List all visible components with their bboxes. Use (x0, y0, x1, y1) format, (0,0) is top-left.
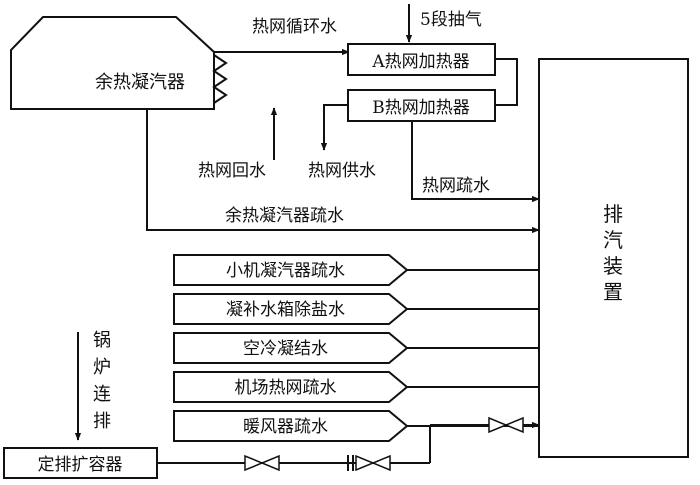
condenser-label: 余热凝汽器 (95, 72, 185, 93)
circulating-water-label: 热网循环水 (252, 17, 337, 37)
supply-water-label: 热网供水 (308, 161, 376, 181)
heater-a-label: A热网加热器 (371, 52, 469, 72)
gate-valve-icon (355, 454, 391, 472)
blowdown-char-3: 连 (93, 384, 111, 405)
blowdown-char-4: 排 (93, 411, 111, 432)
heater-b: B热网加热器 (347, 89, 496, 122)
blowdown-char-2: 炉 (93, 357, 111, 378)
drain-source-label: 凝补水箱除盐水 (226, 300, 345, 320)
drain-source-label: 暖风器疏水 (243, 417, 328, 437)
drain-source-plant-heat-net-drain: 机场热网疏水 (173, 371, 539, 403)
return-water: 热网回水 (198, 107, 278, 181)
gate-valve-icon (488, 416, 524, 434)
drain-source-label: 空冷凝结水 (243, 339, 328, 359)
residual-condenser: 余热凝汽器 (10, 16, 228, 110)
exhaust-char-2: 汽 (603, 228, 623, 252)
drain-source-box (173, 371, 409, 403)
exhaust-char-4: 置 (603, 280, 623, 304)
drain-source-small-turbine-condenser-drain: 小机凝汽器疏水 (173, 254, 539, 286)
circulating-water-line: 热网循环水 (214, 17, 350, 56)
heat-net-drain-label: 热网疏水 (422, 176, 490, 196)
heater-b-label: B热网加热器 (372, 98, 470, 118)
heat-net-drain: 热网疏水 (411, 121, 540, 203)
drain-source-box (173, 332, 409, 364)
condenser-drain-label: 余热凝汽器疏水 (225, 206, 344, 226)
drain-source-makeup-tank-demin-water: 凝补水箱除盐水 (173, 293, 539, 325)
drain-source-label: 小机凝汽器疏水 (226, 261, 345, 281)
flash-tank-drain-line (157, 416, 540, 472)
drain-source-label: 机场热网疏水 (235, 378, 337, 398)
drain-source-box (173, 254, 409, 286)
stage5-extraction: 5段抽气 (405, 4, 482, 43)
condenser-shell (10, 16, 215, 110)
drain-source-box (173, 293, 409, 325)
supply-water: 热网供水 (308, 104, 376, 181)
exhaust-char-3: 装 (603, 254, 623, 278)
blowdown-char-1: 锅 (93, 330, 111, 351)
residual-condenser-drain: 余热凝汽器疏水 (146, 109, 540, 234)
gate-valve-icon (244, 454, 280, 472)
return-water-label: 热网回水 (198, 161, 266, 181)
exhaust-device: 排 汽 装 置 (538, 58, 689, 458)
stage5-extraction-label: 5段抽气 (420, 10, 482, 30)
coil-icon (212, 54, 228, 104)
flash-tank-label: 定排扩容器 (38, 455, 123, 475)
drain-source-air-cooling-condensate: 空冷凝结水 (173, 332, 539, 364)
boiler-blowdown: 锅 炉 连 排 (74, 330, 111, 441)
orifice-icon (347, 455, 354, 471)
heater-a: A热网加热器 (347, 43, 496, 76)
heater-connector (495, 58, 518, 106)
flash-tank: 定排扩容器 (3, 447, 158, 479)
exhaust-char-1: 排 (603, 202, 623, 226)
drain-source-box (173, 410, 409, 442)
